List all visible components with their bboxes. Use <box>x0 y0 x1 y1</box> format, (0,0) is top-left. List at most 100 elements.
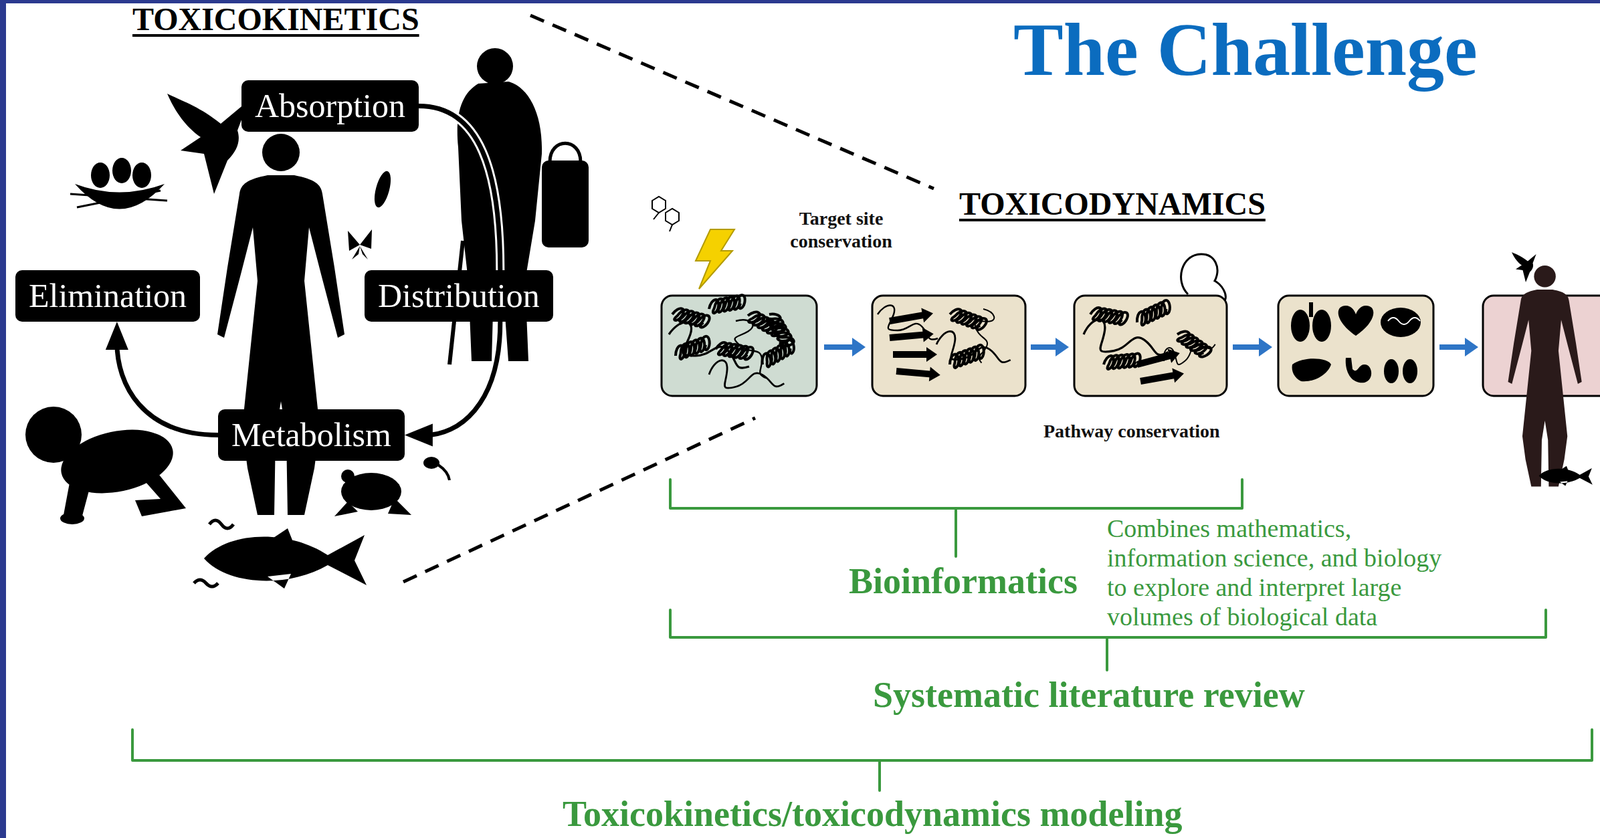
process-box: Absorption <box>241 80 419 132</box>
protein-structure-part <box>715 341 754 361</box>
cycle-arrow <box>117 343 219 436</box>
bracket-label: Bioinformatics <box>848 560 1078 603</box>
protein-structure-part <box>877 305 938 340</box>
tadpole-silhouette-part <box>423 456 440 469</box>
baby-silhouette-part <box>135 468 186 517</box>
protein-structure <box>1081 254 1226 389</box>
protein-structure-part <box>765 310 796 350</box>
connector-halo <box>418 106 501 271</box>
cycle-arrow <box>418 106 501 271</box>
protein-structure-part <box>1139 366 1186 389</box>
organ-icons-part <box>1345 357 1372 383</box>
baby-silhouette-part <box>60 512 85 525</box>
section-heading: TOXICOKINETICS <box>132 0 420 39</box>
organism-icons-part <box>1539 466 1593 487</box>
organ-icons-part <box>1383 359 1399 384</box>
protein-structure-part <box>895 363 942 383</box>
protein-structure-part <box>1089 306 1129 326</box>
tadpole-silhouette <box>423 456 450 481</box>
process-box: Metabolism <box>218 409 405 461</box>
worm-silhouette <box>193 579 219 587</box>
box-text: Absorption <box>254 86 406 125</box>
connector-halo <box>425 321 500 436</box>
flow-arrows <box>824 337 1479 357</box>
protein-structure-part <box>707 294 747 315</box>
organism-icons-part <box>1508 265 1582 487</box>
annotation: Target site conservation <box>779 207 904 253</box>
organism-icons-part <box>1511 252 1537 283</box>
organ-icons-part <box>1309 302 1314 318</box>
box-text: Elimination <box>28 276 187 315</box>
organ-icons-part <box>1312 309 1332 342</box>
nest-with-eggs-part <box>132 162 152 188</box>
protein-structure-part <box>1103 353 1142 370</box>
bracket-label: Toxicokinetics/toxicodynamics modeling <box>562 793 1183 835</box>
protein-structure-part <box>1133 299 1174 328</box>
fish-silhouette <box>204 528 367 589</box>
box-text: Metabolism <box>231 416 392 454</box>
organ-icons-part <box>1292 358 1332 382</box>
molecule-icon-part <box>653 212 673 232</box>
scope-brackets-part <box>132 729 1592 791</box>
protein-structure-part <box>706 346 785 404</box>
frog-silhouette <box>334 469 412 517</box>
organism-icons <box>1508 252 1593 487</box>
protein-structure-part <box>1081 308 1169 368</box>
box-text: Distribution <box>377 276 540 315</box>
elderly-silhouette-part <box>541 160 589 248</box>
protein-structure-part <box>1174 327 1213 360</box>
flow-arrows-part <box>824 337 866 357</box>
pathway-tiles-part <box>1074 295 1227 396</box>
protein-structure-part <box>1159 323 1217 378</box>
process-box: Elimination <box>15 270 200 322</box>
protein-structure-part <box>934 321 1011 374</box>
annotation: Pathway conservation <box>1043 420 1221 443</box>
pathway-tiles-part <box>872 295 1026 396</box>
description-note: Combines mathematics, information scienc… <box>1107 513 1465 632</box>
slide-border-part <box>0 0 7 838</box>
protein-structure-part <box>719 314 788 380</box>
molecule-icon-part <box>652 196 666 213</box>
zoom-dashed-lines-part <box>403 418 756 582</box>
elderly-silhouette-part <box>476 48 514 85</box>
flow-arrows-part <box>1439 337 1479 357</box>
zoom-dashed-lines-part <box>530 15 934 189</box>
protein-structure <box>668 294 798 404</box>
protein-structure-part <box>963 306 1009 364</box>
pathway-tiles-part <box>1278 295 1434 396</box>
bird-silhouette <box>167 93 249 194</box>
cycle-arrow <box>425 321 500 436</box>
molecule-icon-part <box>665 208 679 225</box>
section-heading: TOXICODYNAMICS <box>959 184 1266 224</box>
frog-silhouette-part <box>341 469 355 483</box>
organ-icons-part <box>1290 309 1310 342</box>
protein-structure-part <box>947 307 988 332</box>
organ-icons <box>1290 302 1421 384</box>
protein-structure <box>877 305 1011 383</box>
flow-arrows-part <box>1232 337 1273 357</box>
protein-structure-part <box>668 322 750 368</box>
lightning-bolt <box>695 229 735 289</box>
organ-icons-part <box>1387 317 1421 325</box>
bracket-label: Systematic literature review <box>872 674 1306 716</box>
elderly-silhouette-part <box>549 143 581 162</box>
organ-icons-part <box>1380 307 1421 338</box>
tadpole-silhouette-part <box>438 464 450 481</box>
protein-structure-part <box>1181 254 1227 302</box>
connector-halo <box>117 343 219 436</box>
flow-arrows-part <box>1030 337 1069 357</box>
baby-silhouette-part <box>63 461 95 519</box>
arrowhead <box>404 424 433 447</box>
nest-with-eggs-part <box>112 157 132 184</box>
protein-structure-part <box>892 347 938 362</box>
nest-with-eggs-part <box>90 162 110 188</box>
arrowhead <box>105 321 129 350</box>
protein-structure-part <box>1135 345 1182 372</box>
chrysalis-silhouette <box>371 169 394 209</box>
nest-with-eggs <box>70 157 168 210</box>
butterfly-silhouette <box>347 229 372 260</box>
pathway-tiles <box>661 295 1600 396</box>
pathway-tiles-part <box>661 295 817 396</box>
organ-icons-part <box>1338 305 1374 336</box>
